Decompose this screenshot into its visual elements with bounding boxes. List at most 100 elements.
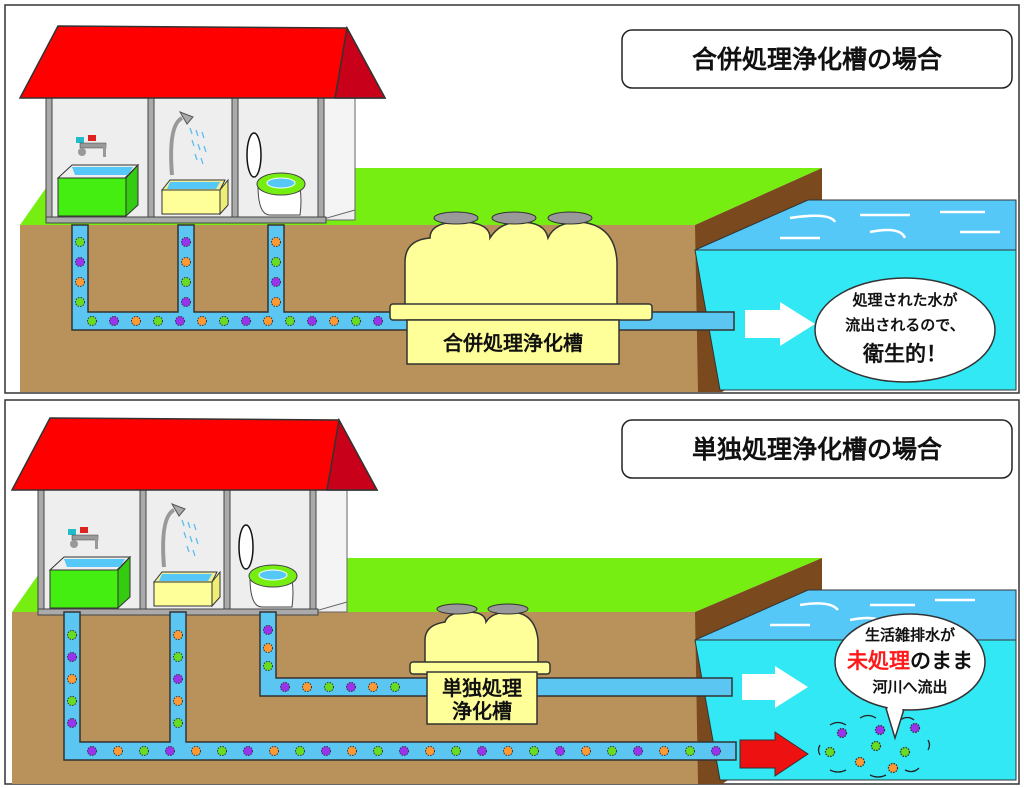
germ-dot <box>271 297 281 307</box>
tank-label: 合併処理浄化槽 <box>443 331 583 355</box>
germ-dot <box>263 661 273 671</box>
germ-dot <box>390 682 400 692</box>
germ-dot <box>75 257 85 267</box>
germ-dot <box>67 696 77 706</box>
germ-dot <box>67 630 77 640</box>
germ-dot <box>302 682 312 692</box>
germ-dot <box>368 682 378 692</box>
title-box <box>621 29 1013 89</box>
germ-dot <box>307 316 317 326</box>
speech-bubble: 生活雑排水が 未処理のまま 河川へ流出 <box>834 613 986 741</box>
germ-dot <box>874 724 886 736</box>
germ-dot <box>181 297 191 307</box>
germ-dot <box>139 746 149 756</box>
germ-dot <box>269 746 279 756</box>
germ-dot <box>271 237 281 247</box>
germ-dot <box>181 257 191 267</box>
germ-dot <box>217 746 227 756</box>
panel-single-treatment: 単独処理 浄化槽 生活雑排水が 未処理のまま 河川へ流出 単独処理浄化槽の場合 <box>4 399 1020 785</box>
germ-dot <box>685 746 695 756</box>
germ-dot <box>836 727 848 739</box>
bubble-line: 河川へ流出 <box>872 678 947 696</box>
germ-dot <box>329 316 339 326</box>
germ-dot <box>854 756 866 768</box>
germ-dot <box>67 674 77 684</box>
germ-dot <box>909 722 921 734</box>
germ-dot <box>280 682 290 692</box>
germ-dot <box>153 316 163 326</box>
house <box>10 416 379 617</box>
bubble-emphasis: 衛生的！ <box>862 342 947 366</box>
panel-title: 単独処理浄化槽の場合 <box>692 435 943 464</box>
germ-dot <box>581 746 591 756</box>
germ-dot <box>263 643 273 653</box>
combined-septic-tank: 合併処理浄化槽 <box>389 211 653 365</box>
germ-dot <box>75 237 85 247</box>
germ-dot <box>219 316 229 326</box>
germ-dot <box>191 746 201 756</box>
germs <box>67 625 721 756</box>
germ-dot <box>263 316 273 326</box>
germ-dot <box>181 277 191 287</box>
single-septic-tank: 単独処理 浄化槽 <box>409 603 551 725</box>
house <box>18 24 387 225</box>
germ-dot <box>399 746 409 756</box>
germ-dot <box>109 316 119 326</box>
germ-dot <box>173 718 183 728</box>
germ-dot <box>271 277 281 287</box>
bubble-line: 流出されるので、 <box>845 316 964 334</box>
bubble-line: のまま <box>910 649 973 673</box>
untreated-emphasis: 未処理 <box>847 649 910 673</box>
germs <box>75 237 383 326</box>
germ-dot <box>451 746 461 756</box>
germ-dot <box>324 682 334 692</box>
germ-dot <box>175 316 185 326</box>
germ-dot <box>373 746 383 756</box>
svg-text:未処理のまま: 未処理のまま <box>847 649 973 673</box>
germ-dot <box>87 746 97 756</box>
germ-dot <box>887 762 899 774</box>
panel-combined-treatment: 合併処理浄化槽 処理された水が 流出されるので、 衛生的！ 合併処理浄化槽の場合 <box>4 4 1020 394</box>
untreated-outflow-arrow <box>739 731 809 777</box>
title-box <box>621 419 1013 479</box>
germ-dot <box>870 740 882 752</box>
polluted-water <box>817 714 931 778</box>
panel-title: 合併処理浄化槽の場合 <box>692 45 943 74</box>
speech-bubble: 処理された水が 流出されるので、 衛生的！ <box>814 277 996 383</box>
germ-dot <box>285 316 295 326</box>
germ-dot <box>241 316 251 326</box>
germ-dot <box>181 237 191 247</box>
germ-dot <box>824 746 836 758</box>
germ-dot <box>75 297 85 307</box>
germ-dot <box>165 746 175 756</box>
germ-dot <box>271 257 281 267</box>
germ-dot <box>503 746 513 756</box>
germ-dot <box>529 746 539 756</box>
germ-dot <box>373 316 383 326</box>
germ-dot <box>477 746 487 756</box>
outflow-arrow <box>742 666 808 708</box>
germ-dot <box>173 674 183 684</box>
germ-dot <box>425 746 435 756</box>
outflow-arrow <box>745 302 815 346</box>
germ-dot <box>243 746 253 756</box>
germ-dot <box>87 316 97 326</box>
germ-dot <box>899 746 911 758</box>
germ-dot <box>173 630 183 640</box>
germ-dot <box>113 746 123 756</box>
germ-dot <box>197 316 207 326</box>
germ-dot <box>346 682 356 692</box>
germ-dot <box>67 652 77 662</box>
germ-dot <box>173 696 183 706</box>
germ-dot <box>607 746 617 756</box>
germ-dot <box>263 625 273 635</box>
germ-dot <box>75 277 85 287</box>
tank-label: 浄化槽 <box>452 699 512 723</box>
germ-dot <box>131 316 141 326</box>
germ-dot <box>351 316 361 326</box>
germ-dot <box>347 746 357 756</box>
germ-dot <box>555 746 565 756</box>
germ-dot <box>633 746 643 756</box>
germ-dot <box>659 746 669 756</box>
